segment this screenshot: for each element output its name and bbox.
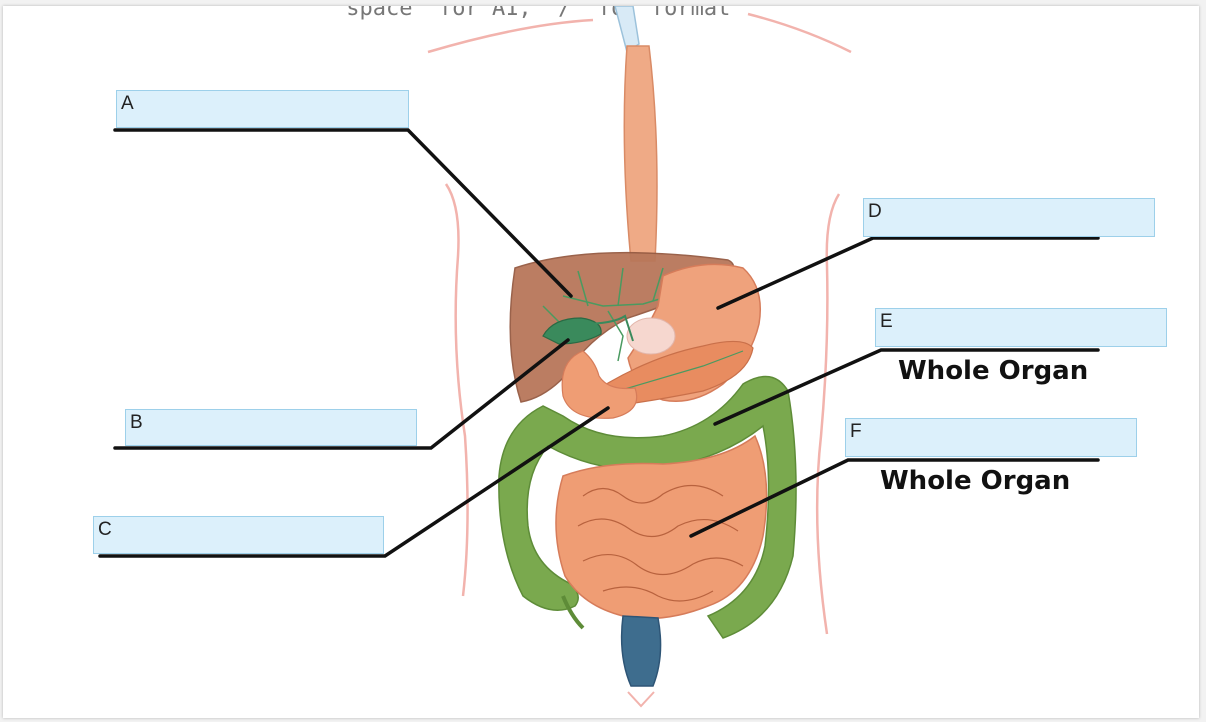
answer-box-f[interactable]: F <box>845 418 1137 457</box>
leader-line-c <box>98 406 610 558</box>
duodenum <box>561 350 638 419</box>
leader-line-a <box>113 128 573 298</box>
small-intestine <box>555 434 768 620</box>
digestive-system-illustration <box>98 6 1100 708</box>
answer-box-a[interactable]: A <box>116 90 409 128</box>
leader-line-e <box>713 348 1100 426</box>
rectum <box>620 615 662 687</box>
large-intestine <box>498 375 797 639</box>
box-label-d: D <box>868 201 882 222</box>
esophagus <box>623 45 658 262</box>
stomach-highlight <box>626 317 676 355</box>
answer-box-c[interactable]: C <box>93 516 384 554</box>
note-e-whole-organ: Whole Organ <box>898 356 1089 386</box>
box-label-a: A <box>121 93 134 114</box>
box-label-e: E <box>880 311 893 332</box>
box-label-b: B <box>130 412 143 433</box>
leader-line-d <box>716 236 1100 310</box>
small-intestine-folds <box>577 484 744 602</box>
leader-lines <box>98 128 1100 558</box>
answer-box-b[interactable]: B <box>125 409 417 446</box>
answer-box-d[interactable]: D <box>863 198 1155 237</box>
anus <box>627 691 655 708</box>
diagram-canvas: “space” for A1, “/” for format <box>3 6 1199 718</box>
note-f-whole-organ: Whole Organ <box>880 466 1071 496</box>
pharynx <box>614 6 640 54</box>
box-label-f: F <box>850 421 862 442</box>
box-label-c: C <box>98 519 112 540</box>
appendix <box>561 595 585 630</box>
body-outline <box>427 12 852 635</box>
leader-line-f <box>689 458 1100 538</box>
leader-line-b <box>113 338 570 450</box>
answer-box-e[interactable]: E <box>875 308 1167 347</box>
